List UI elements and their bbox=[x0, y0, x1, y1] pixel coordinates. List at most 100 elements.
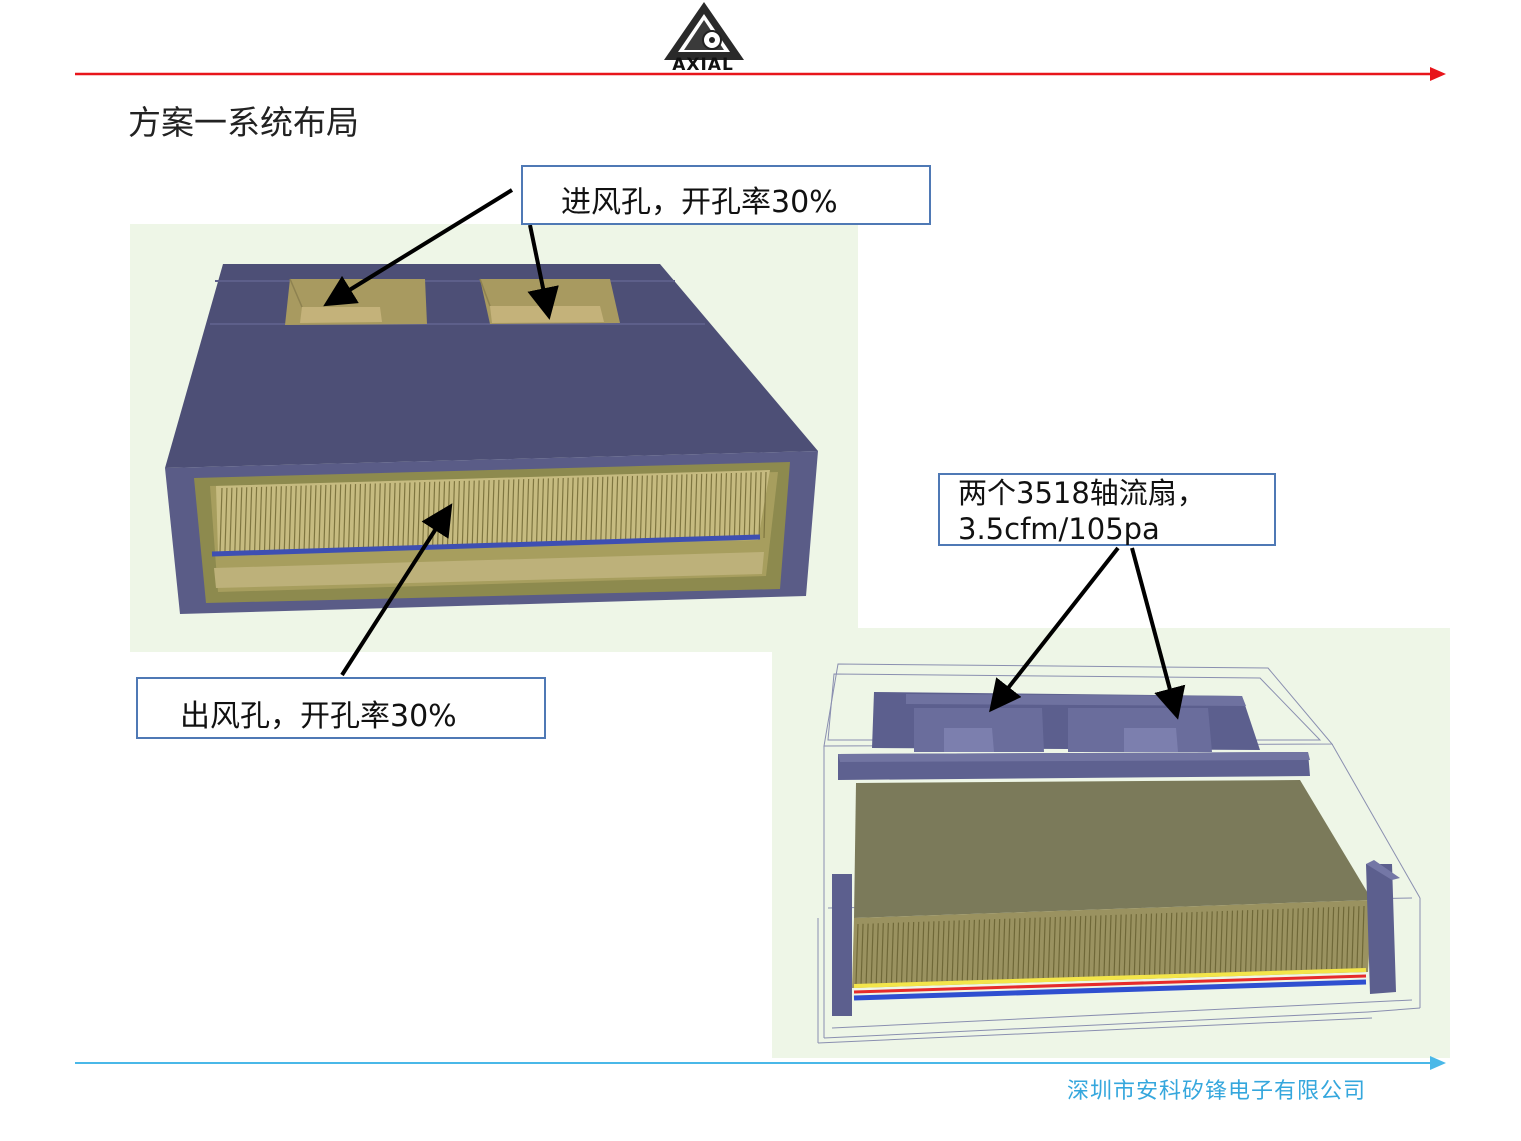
heatsink-fin bbox=[1234, 910, 1239, 973]
inlet-vent-right bbox=[479, 278, 620, 324]
heatsink-fin bbox=[605, 476, 609, 543]
heatsink-fin bbox=[1057, 916, 1061, 978]
heatsink-fin bbox=[900, 922, 905, 983]
heatsink-fin bbox=[1204, 911, 1208, 973]
heatsink-fin bbox=[880, 923, 884, 984]
inlet-callout: 进风孔，开孔率30% bbox=[521, 165, 931, 225]
heatsink-fin bbox=[1047, 917, 1051, 978]
heatsink-fin bbox=[659, 475, 663, 541]
fan-callout-line2: 3.5cfm/105pa bbox=[958, 512, 1160, 546]
heatsink-fin bbox=[1356, 906, 1360, 969]
enclosure-render bbox=[130, 224, 858, 652]
heatsink-fin bbox=[992, 919, 996, 980]
heatsink-fin bbox=[865, 923, 869, 984]
heatsink-fin bbox=[639, 475, 643, 542]
heatsink-fin bbox=[1088, 915, 1092, 977]
heatsink-fin bbox=[1300, 908, 1304, 970]
heatsink-fin bbox=[664, 474, 668, 541]
heatsink-fin bbox=[1002, 918, 1006, 980]
heatsink-fin bbox=[1164, 913, 1168, 975]
heatsink-fin bbox=[704, 473, 708, 540]
heatsink-fin bbox=[516, 479, 520, 545]
heatsink-fin bbox=[1133, 914, 1137, 976]
enclosure-model bbox=[165, 264, 818, 614]
heatsink-fin bbox=[946, 920, 950, 982]
heatsink-fin bbox=[699, 473, 703, 540]
heatsink-fin bbox=[486, 480, 490, 546]
heatsink-fin bbox=[966, 920, 970, 981]
heatsink-fin bbox=[981, 919, 986, 981]
header-rule-arrow bbox=[75, 67, 1446, 81]
heatsink-fin bbox=[580, 477, 584, 543]
inlet-callout-text: 进风孔，开孔率30% bbox=[561, 185, 838, 220]
heatsink-fin bbox=[234, 487, 238, 552]
heatsink-fin bbox=[1331, 907, 1335, 969]
outlet-callout-text: 出风孔，开孔率30% bbox=[180, 699, 457, 734]
heatsink-fin bbox=[997, 918, 1001, 980]
internal-layout-render bbox=[772, 628, 1450, 1058]
heatsink-fin bbox=[629, 475, 634, 542]
heatsink-fin bbox=[530, 478, 535, 545]
heatsink-fin bbox=[1093, 915, 1097, 977]
heatsink-fin bbox=[654, 475, 658, 541]
heatsink-fin bbox=[1224, 910, 1228, 973]
heatsink-fin bbox=[1083, 915, 1087, 977]
heatsink-fin bbox=[875, 923, 879, 984]
heatsink-fin bbox=[249, 487, 253, 552]
internal-layout-model bbox=[817, 663, 1421, 1044]
heatsink-fin bbox=[323, 484, 327, 550]
heatsink-fin bbox=[976, 919, 981, 981]
heatsink-fin bbox=[684, 474, 688, 541]
heatsink-fin bbox=[550, 478, 554, 544]
heatsink-fin bbox=[1103, 915, 1107, 977]
heatsink-fin bbox=[951, 920, 955, 981]
heatsink-fin bbox=[1194, 911, 1198, 974]
heatsink-fins bbox=[855, 905, 1365, 985]
heatsink-fin bbox=[1032, 917, 1036, 979]
heatsink-fin bbox=[318, 485, 322, 550]
heatsink-fin bbox=[763, 471, 767, 539]
heatsink-fin bbox=[308, 485, 312, 550]
heatsink-fin bbox=[1128, 914, 1132, 976]
heatsink-fin bbox=[885, 922, 889, 984]
heatsink-fin bbox=[1336, 906, 1340, 969]
heatsink-fin bbox=[1052, 916, 1056, 978]
heatsink-fin bbox=[713, 473, 718, 540]
page-title: 方案一系统布局 bbox=[128, 103, 359, 142]
heatsink-fin bbox=[649, 475, 653, 541]
heatsink-fin bbox=[555, 478, 559, 544]
heatsink-fin bbox=[1174, 912, 1178, 974]
heatsink-fin bbox=[689, 474, 693, 540]
heatsink-fin bbox=[1209, 911, 1213, 973]
heatsink-fin bbox=[870, 923, 874, 984]
heatsink-fin bbox=[565, 477, 569, 544]
heatsink-fin bbox=[718, 473, 723, 540]
heatsink-fin bbox=[224, 487, 228, 552]
heatsink-fin bbox=[288, 485, 292, 551]
heatsink-fin bbox=[1229, 910, 1234, 973]
heatsink-fin bbox=[669, 474, 673, 541]
heatsink-fin bbox=[298, 485, 302, 550]
heatsink-fin bbox=[941, 920, 945, 982]
heatsink-fin bbox=[709, 473, 713, 540]
heatsink-fin bbox=[560, 477, 564, 544]
heatsink-fin bbox=[624, 476, 629, 542]
heatsink-fin bbox=[1346, 906, 1350, 969]
heatsink-fin bbox=[926, 921, 930, 982]
heatsink-fin bbox=[239, 487, 243, 552]
heatsink-fin bbox=[634, 475, 639, 542]
heatsink-fin bbox=[1072, 916, 1077, 978]
heatsink-fin bbox=[521, 479, 525, 545]
heatsink-fin bbox=[895, 922, 900, 983]
heatsink-fin bbox=[890, 922, 895, 983]
heatsink-fin bbox=[590, 477, 594, 543]
heatsink-fin bbox=[956, 920, 960, 981]
heatsink-fin bbox=[911, 922, 915, 983]
heatsink-fin bbox=[570, 477, 574, 543]
heatsink-fin bbox=[1113, 914, 1117, 976]
heatsink-fin bbox=[451, 481, 456, 547]
heatsink-fin bbox=[921, 921, 925, 982]
heatsink-fin bbox=[229, 487, 233, 552]
heatsink-fin bbox=[219, 487, 223, 553]
fan-callout-line1: 两个3518轴流扇， bbox=[958, 476, 1206, 510]
